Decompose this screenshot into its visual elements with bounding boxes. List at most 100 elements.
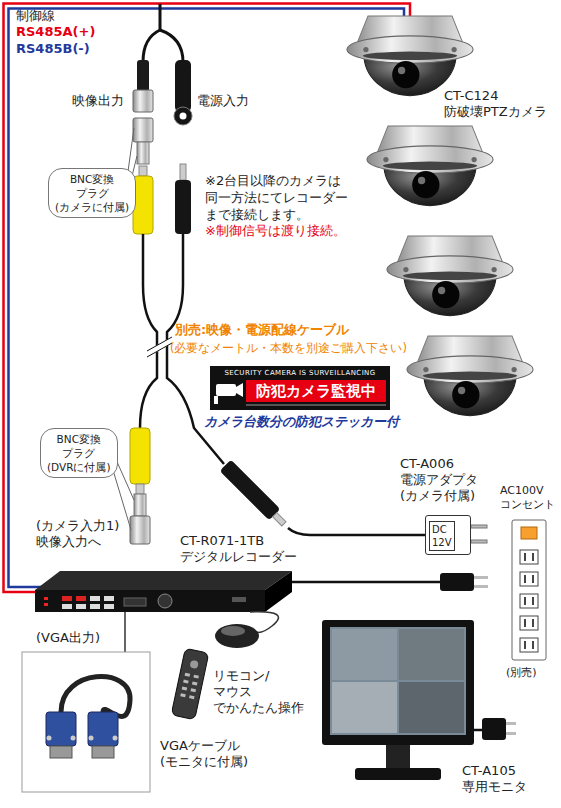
- camera-pigtail: [160, 30, 183, 62]
- vga-cable-box: [92, 746, 114, 758]
- wire-title: 制御線: [16, 8, 55, 24]
- control-wire: [9, 9, 405, 588]
- monitor: [332, 682, 397, 733]
- cable-break-mark: [147, 340, 172, 354]
- part-name: CT-A105 専用モニタ: [462, 763, 527, 795]
- note-text: (別売): [506, 666, 537, 680]
- power-strip: [532, 553, 534, 561]
- signal-name: RS485B(-): [16, 41, 90, 57]
- ptz-cameras: [387, 236, 513, 316]
- power-adapter-prongs: [471, 525, 487, 528]
- ptz-cameras: [367, 126, 493, 206]
- ptz-cameras: [407, 336, 533, 416]
- note-text: ※制御信号は渡り接続。: [205, 223, 346, 239]
- rca-plug: [139, 166, 147, 176]
- digital-recorder: [44, 603, 48, 606]
- vga-cable-box: [50, 746, 72, 758]
- part-name: CT-C124 防破壊PTZカメラ: [444, 88, 547, 120]
- callout-bubble: BNC変換 プラグ (DVRに付属): [40, 428, 118, 478]
- power-strip: [524, 553, 534, 649]
- digital-recorder: [76, 604, 86, 609]
- monitor: [322, 620, 516, 780]
- power-adapter-prongs: [471, 540, 487, 543]
- cable-break-mark: [147, 337, 172, 351]
- vga-cable-box: [61, 677, 130, 717]
- ptz-cameras: [347, 16, 473, 96]
- digital-recorder: [76, 596, 86, 601]
- remote-control: [193, 675, 199, 679]
- vga-cable-box: [46, 712, 76, 746]
- note-text: (必要なメートル・本数を別途ご購入下さい): [170, 341, 407, 355]
- vga-cable-box: [124, 612, 126, 652]
- port-name: 映像出力: [72, 93, 124, 109]
- node-text: BNC変換 プラグ (DVRに付属): [47, 432, 111, 474]
- vga-cable-box: [22, 652, 150, 792]
- port-name: (カメラ入力1) 映像入力へ: [36, 518, 119, 550]
- monitor: [332, 629, 397, 680]
- dc-plug-lower: [220, 460, 281, 521]
- part-name: AC100V コンセント: [500, 484, 555, 512]
- part-name: CT-A006 電源アダプタ (カメラ付属): [400, 456, 478, 504]
- power-strip: [520, 638, 538, 652]
- power-strip: [520, 550, 538, 564]
- dc-plug: [175, 164, 191, 234]
- security-sticker: SECURITY CAMERA IS SURVEILLANCING防犯カメラ監視…: [210, 366, 390, 410]
- sticker-art: [210, 366, 390, 410]
- power-jack: [174, 60, 192, 125]
- power-strip: [524, 619, 526, 627]
- vga-cable-box: [47, 736, 52, 741]
- sticker-art: [246, 380, 386, 402]
- digital-recorder: [90, 596, 100, 601]
- sticker-art: [214, 396, 218, 404]
- note-text: カメラ台数分の防犯ステッカー付: [204, 414, 399, 430]
- power-strip: [512, 520, 546, 660]
- power-strip: [520, 594, 538, 608]
- recorder-power-cord: [474, 585, 488, 588]
- recorder-power-cord: [440, 573, 474, 591]
- monitor: [386, 745, 410, 769]
- dc-plug: [180, 164, 186, 180]
- remote-control: [171, 648, 209, 720]
- part-name: リモコン/マウス でかんたん操作: [213, 668, 304, 716]
- dc-plug-lower: [220, 460, 290, 530]
- vga-cable-box: [22, 612, 150, 792]
- digital-recorder: [232, 597, 246, 602]
- power-strip: [524, 553, 526, 561]
- digital-recorder: [35, 571, 292, 612]
- power-strip: [520, 616, 538, 630]
- sticker-art: [246, 404, 386, 406]
- camera-pigtail: [143, 4, 183, 62]
- bnc-adapter-plug: [137, 142, 149, 164]
- cable-break-mark: [147, 343, 172, 357]
- remote-control: [182, 686, 188, 690]
- monitor: [355, 768, 441, 780]
- monitor: [330, 627, 466, 735]
- power-strip: [524, 575, 526, 583]
- power-strip: [532, 641, 534, 649]
- digital-recorder: [44, 597, 48, 600]
- sticker-art: [216, 384, 236, 396]
- bnc-plug-lower: [130, 494, 150, 544]
- power-jack: [175, 60, 191, 112]
- monitor: [322, 620, 474, 745]
- mouse: [221, 626, 245, 636]
- recorder-power-cord: [290, 581, 440, 584]
- power-strip: [520, 572, 538, 586]
- callout-bubble: BNC変換 プラグ (カメラに付属): [48, 168, 136, 218]
- mouse: [215, 612, 278, 648]
- bnc-video-out: [133, 90, 153, 112]
- mouse: [215, 624, 259, 648]
- digital-recorder: [124, 598, 146, 606]
- sticker-english: SECURITY CAMERA IS SURVEILLANCING: [210, 369, 390, 378]
- rca-plug-lower: [130, 428, 150, 484]
- digital-recorder: [104, 596, 114, 601]
- power-strip: [524, 641, 526, 649]
- control-wire: [4, 4, 411, 593]
- monitor: [474, 729, 482, 732]
- digital-recorder: [35, 571, 292, 590]
- monitor: [482, 718, 506, 740]
- recorder-power-cord: [290, 573, 488, 591]
- bnc-plug-lower: [134, 494, 146, 516]
